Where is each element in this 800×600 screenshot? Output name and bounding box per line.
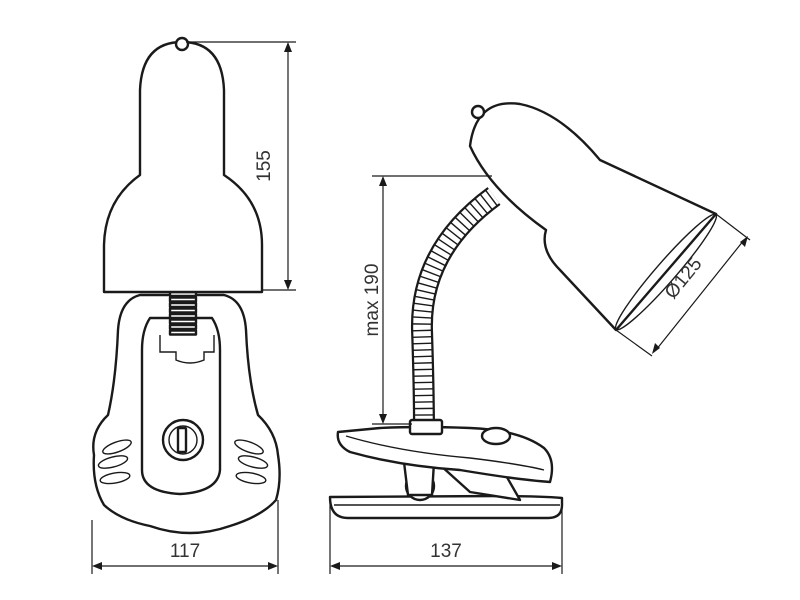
front-grip-ridge [102,439,132,455]
coil-ridge [459,211,475,227]
side-lower-jaw [328,494,564,520]
side-shade-knob [470,104,486,120]
side-width-dimension: 137 [329,500,563,574]
coil-ridge [417,282,438,289]
front-width-dimension: 117 [91,500,279,574]
coil-ridge [168,307,198,314]
front-bracket [159,335,215,364]
coil-ridge [415,288,436,295]
coil-ridge [414,295,435,301]
front-grip-ridge [235,471,267,485]
side-upper-clamp [336,425,554,484]
coil-ridge [168,318,198,325]
coil-ridge [454,216,471,232]
coil-ridge [445,227,463,241]
side-height-label: max 190 [362,264,383,337]
coil-ridge [433,244,452,256]
front-grip-ridge [99,471,131,485]
coil-ridge [474,197,489,215]
side-gooseneck-ridges [411,189,498,429]
coil-ridge [464,206,479,223]
coil-ridge [419,275,439,284]
coil-ridge [168,312,198,320]
side-width-label: 137 [430,541,462,562]
coil-ridge [412,335,433,339]
front-shade [102,40,264,294]
coil-ridge [437,238,455,251]
front-height-label: 155 [254,150,275,182]
coil-ridge [168,329,198,336]
coil-ridge [412,355,433,358]
coil-ridge [427,256,446,267]
coil-ridge [450,221,467,236]
front-switch-slot [176,426,188,454]
coil-ridge [168,296,198,303]
coil-ridge [441,232,459,246]
front-grip-ridge [97,455,129,469]
coil-ridge [412,316,433,319]
coil-ridge [479,193,493,211]
front-gooseneck [168,290,198,336]
front-shade-knob [174,36,190,52]
coil-ridge [412,309,433,313]
side-collar [408,418,444,436]
coil-ridge [421,268,441,278]
side-shade [468,102,718,332]
coil-ridge [469,202,484,219]
front-grip-ridge [237,455,269,469]
side-height-dimension: max 190 [362,175,492,425]
front-view [92,36,281,535]
coil-ridge [413,302,434,307]
coil-ridge [484,189,498,207]
front-switch-inner [168,425,198,455]
coil-ridge [424,262,444,272]
coil-ridge [412,349,433,352]
front-grip-ridge [234,439,264,455]
front-height-dimension: 155 [186,41,296,291]
coil-ridge [168,301,198,309]
coil-ridge [412,342,433,345]
coil-ridge [412,362,433,364]
coil-ridge [412,329,433,332]
front-width-label: 117 [170,541,200,562]
side-switch [480,426,512,446]
front-clamp-slot [140,316,222,496]
coil-ridge [430,250,449,261]
coil-ridge [168,323,198,331]
side-view [328,102,718,520]
